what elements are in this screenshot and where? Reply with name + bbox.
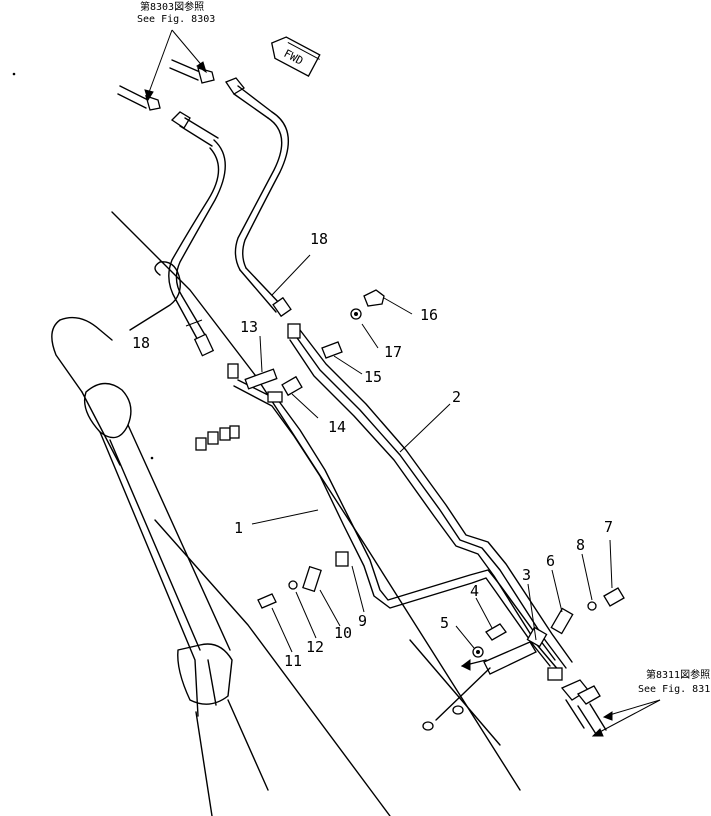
piece-c [219,427,231,441]
boom-cylinder [83,382,269,816]
bolt-4 [485,623,507,641]
pipe-end-cap-2 [287,323,301,339]
callout-11: 11 [284,652,302,670]
hose-end-right [225,77,245,95]
clamp-group-upper [227,289,385,403]
hole-a [422,721,434,731]
clamp-6 [550,607,574,635]
fitting-lower-2 [576,685,601,705]
callout-18-lower: 18 [132,334,150,352]
clamp-block [267,391,283,403]
callout-13: 13 [240,318,258,336]
hose-connections-lower [560,679,607,735]
callout-18-upper: 18 [310,230,328,248]
reference-top: 第8303図参照 See Fig. 8303 [137,0,215,25]
reference-bottom-line2: See Fig. 8311 [638,684,711,695]
hose-fitting-b [197,67,215,84]
reference-bottom-line1: 第8311図参照 [646,668,710,681]
callout-8: 8 [576,536,585,554]
pipe-end-cap [227,363,239,379]
callout-1: 1 [234,519,243,537]
callout-16: 16 [420,306,438,324]
callout-17: 17 [384,343,402,361]
callout-3: 3 [522,566,531,584]
pipes [233,329,573,673]
boom-lines [154,519,501,816]
callout-12: 12 [306,638,324,656]
clamp-14 [281,375,303,397]
callout-15: 15 [364,368,382,386]
callout-9: 9 [358,612,367,630]
callout-5: 5 [440,614,449,632]
callout-4: 4 [470,582,479,600]
fwd-direction-arrow: FWD [270,36,321,77]
boom-outline [51,211,521,791]
reference-bottom-right: 第8311図参照 See Fig. 8311 [638,668,711,695]
leader-lines [144,29,661,737]
callout-numbers: 1 2 3 4 5 6 7 8 9 10 11 12 13 14 15 16 1… [132,230,613,670]
piece-a [195,437,207,451]
washer-12 [288,580,298,590]
hose-fitting-a [145,94,161,111]
hose-fitting-left-lower [193,333,215,357]
piece-d [229,425,240,439]
clamp-joint [526,626,548,648]
hose-fitting-right-lower [272,296,292,318]
callout-14: 14 [328,418,346,436]
pipe-end-lower [547,667,563,681]
bracket-group [422,587,625,731]
callout-2: 2 [452,388,461,406]
bolt-7 [603,587,625,607]
reference-top-line2: See Fig. 8303 [137,14,215,25]
callout-6: 6 [546,552,555,570]
callout-7: 7 [604,518,613,536]
reference-top-line1: 第8303図参照 [140,0,204,13]
bracket-3 [483,641,537,675]
bolt-11 [257,593,277,609]
callout-10: 10 [334,624,352,642]
clamp-group-lower [257,551,349,609]
clamp-pieces-loose [195,425,240,451]
clamp-10 [302,565,322,593]
clamp-13 [244,368,278,390]
hoses [117,59,292,357]
bolt-16 [363,289,385,307]
clamp-15 [321,341,343,359]
piece-b [207,431,219,445]
washer-8 [587,601,597,611]
hole-b [452,705,464,715]
clamp-9 [335,551,349,567]
